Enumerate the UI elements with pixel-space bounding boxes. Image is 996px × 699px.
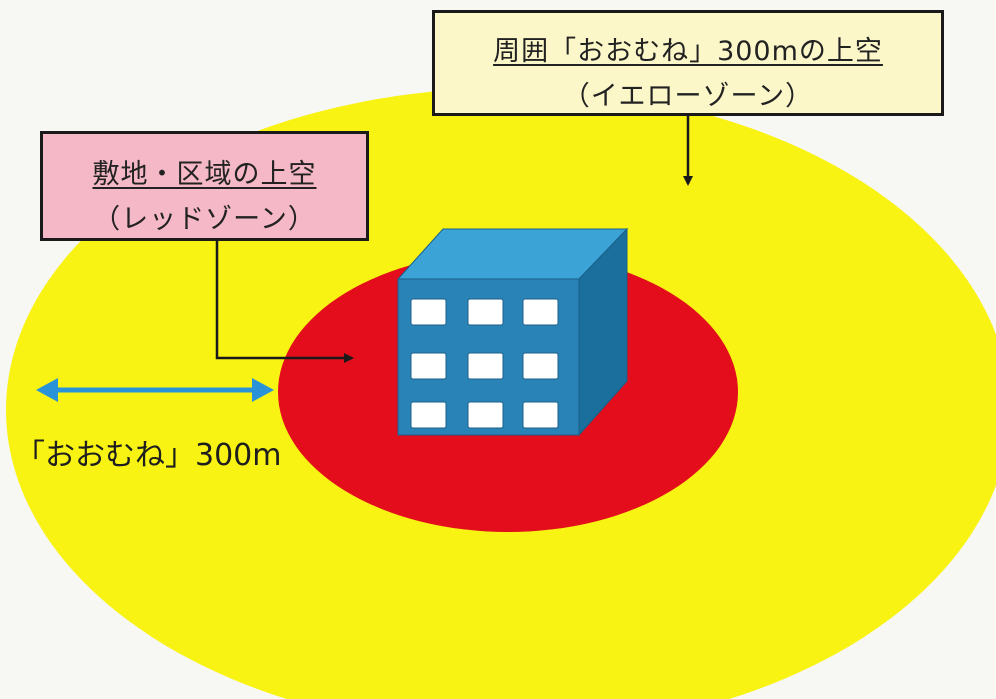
building-window [410,298,447,326]
yellow-zone-label-subtitle: （イエローゾーン） [562,81,814,112]
building-window [410,401,447,429]
distance-label: 「おおむね」300m [15,438,282,473]
building-window [467,298,504,326]
double-headed-arrow-icon [36,378,274,402]
building-icon [396,227,629,437]
building-window [467,401,504,429]
yellow-zone-label: 周囲「おおむね」300mの上空 （イエローゾーン） [432,10,944,116]
building-window [522,401,559,429]
building-window [522,298,559,326]
yellow-zone-label-title: 周囲「おおむね」300mの上空 [493,36,883,67]
red-zone-leader-line [215,241,354,363]
red-zone-label: 敷地・区域の上空 （レッドゾーン） [40,131,369,241]
building-window [467,352,504,380]
red-zone-label-title: 敷地・区域の上空 [92,159,317,190]
building-window [522,352,559,380]
building-windows [410,298,559,429]
building-window [410,352,447,380]
red-zone-label-subtitle: （レッドゾーン） [93,204,316,235]
